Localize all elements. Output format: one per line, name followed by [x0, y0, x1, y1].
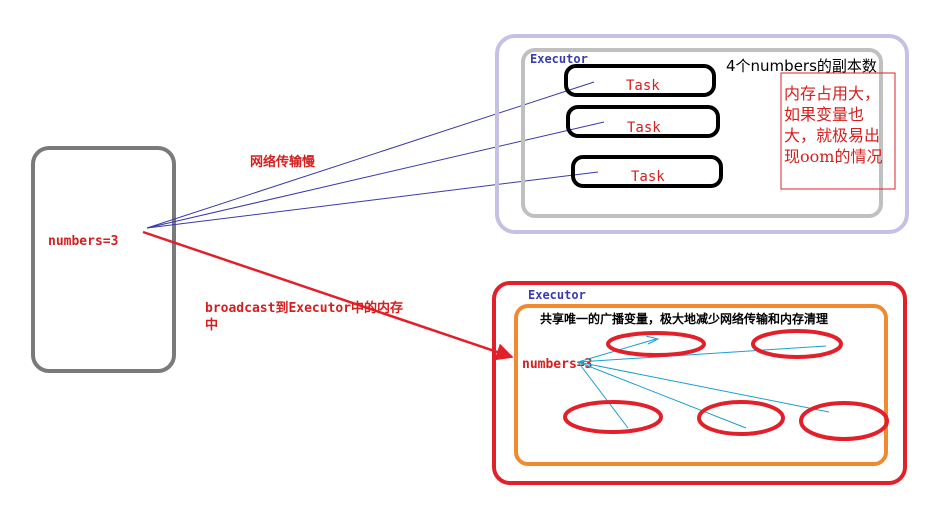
broadcast-note-line2: 中	[205, 317, 218, 333]
driver-box	[31, 146, 176, 373]
executor-bottom-title: Executor	[528, 288, 586, 302]
task-ellipse-4	[697, 400, 785, 436]
shared-variable-label: numbers=3	[522, 357, 592, 372]
task-label-1: Task	[626, 78, 660, 94]
broadcast-note-line1: broadcast到Executor中的内存	[205, 300, 403, 316]
share-line-3	[577, 361, 629, 429]
share-line-2	[577, 345, 827, 363]
memory-note-line-1: 内存占用大，	[784, 84, 880, 103]
task-box-2	[566, 105, 720, 138]
memory-note-box	[780, 72, 896, 190]
share-line-4	[577, 361, 747, 429]
executor-top-inner-box	[521, 48, 883, 218]
network-lines	[146, 81, 605, 229]
task-box-1	[564, 64, 716, 97]
network-line-1	[146, 81, 595, 229]
task-ellipse-3	[563, 400, 663, 434]
task-label-3: Task	[631, 169, 665, 185]
copies-label: 4个numbers的副本数	[726, 57, 877, 75]
memory-note-line-2: 如果变量也	[784, 105, 864, 124]
memory-note-line-3: 大，就极易出	[784, 126, 880, 145]
share-line-5	[577, 361, 830, 413]
broadcast-arrow	[142, 230, 514, 361]
task-ellipse-5	[799, 401, 889, 441]
network-line-2	[146, 121, 605, 229]
network-line-3	[146, 171, 599, 229]
memory-note-line-4: 现oom的情况	[784, 147, 882, 166]
shared-variable-note: 共享唯一的广播变量，极大地减少网络传输和内存清理	[540, 311, 828, 326]
executor-bottom-inner-box	[514, 304, 888, 466]
network-slow-note: 网络传输慢	[250, 154, 316, 170]
executor-bottom-outer-box	[492, 281, 907, 485]
task-ellipse-1	[606, 331, 706, 357]
share-lines	[577, 338, 830, 429]
executor-top-title: Executor	[530, 52, 588, 66]
task-ellipse-2	[751, 329, 843, 359]
executor-top-outer-box	[495, 34, 909, 234]
driver-variable-label: numbers=3	[48, 234, 118, 249]
share-arrow-tip	[645, 335, 660, 345]
task-label-2: Task	[627, 120, 661, 136]
task-box-3	[571, 155, 723, 188]
